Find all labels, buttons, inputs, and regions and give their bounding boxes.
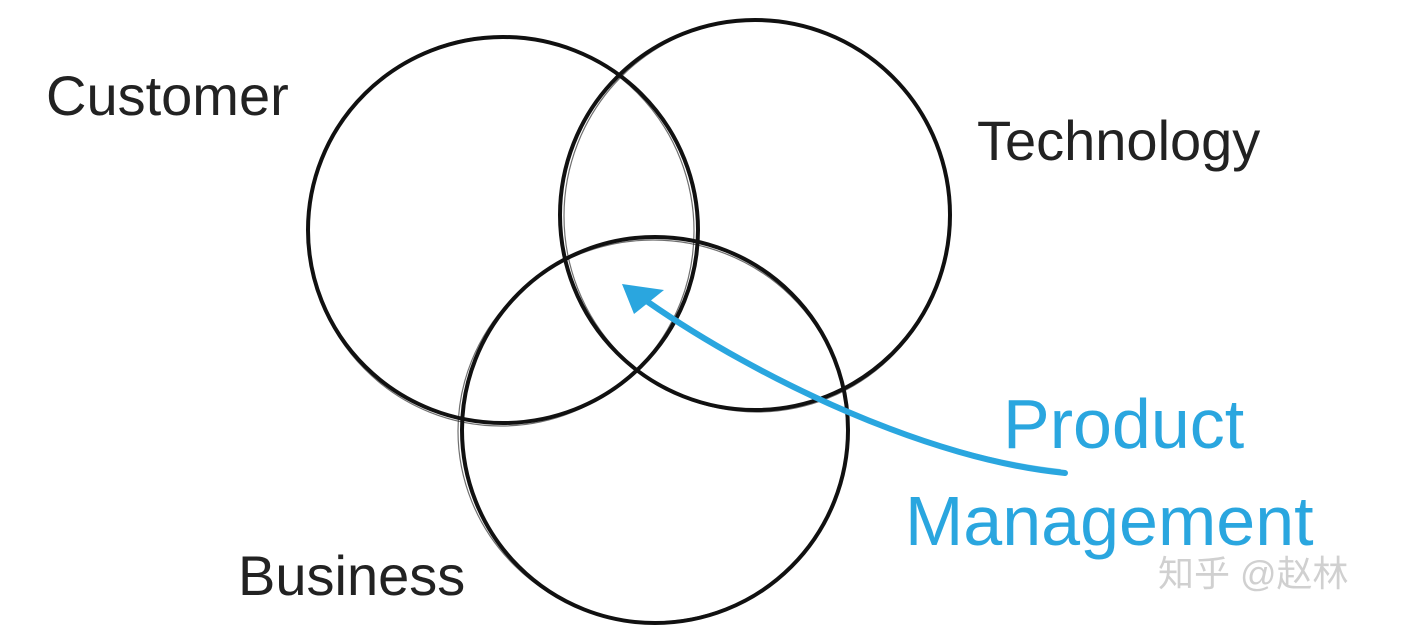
label-technology: Technology bbox=[977, 109, 1260, 172]
label-product: Product bbox=[1003, 385, 1244, 463]
circle-business bbox=[457, 235, 850, 625]
circle-technology bbox=[558, 18, 952, 413]
label-management: Management bbox=[905, 482, 1314, 560]
circle-customer bbox=[306, 35, 700, 427]
arrow bbox=[622, 284, 1068, 476]
label-customer: Customer bbox=[46, 64, 289, 127]
label-business: Business bbox=[238, 544, 465, 607]
arrow-head bbox=[622, 284, 664, 314]
watermark: 知乎 @赵林 bbox=[1158, 553, 1349, 594]
